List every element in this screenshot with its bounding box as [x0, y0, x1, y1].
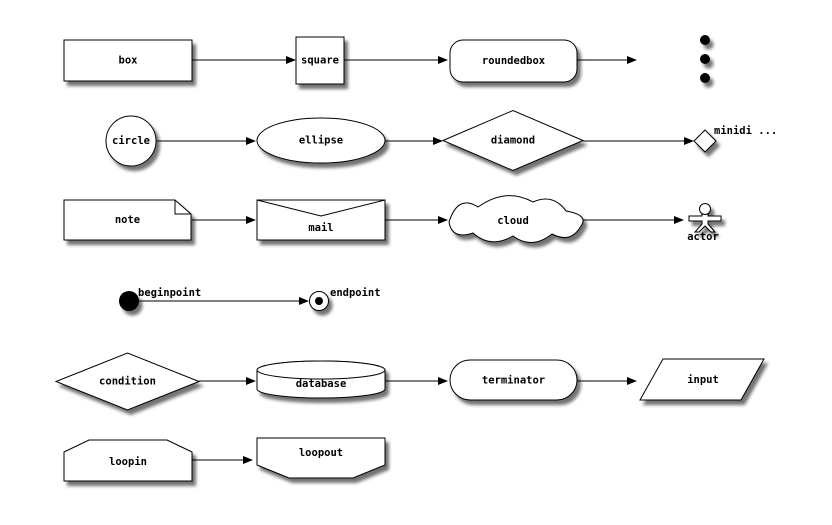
arrowhead-icon — [438, 56, 448, 64]
arrowhead-icon — [299, 297, 309, 305]
arrowhead-icon — [246, 216, 256, 224]
node-ellipse: ellipse — [256, 117, 386, 164]
node-minidiamond-label: minidi ... — [714, 125, 777, 137]
arrowhead-icon — [438, 377, 448, 385]
node-roundedbox: roundedbox — [449, 39, 578, 83]
node-diamond-label: diamond — [491, 135, 535, 147]
node-input: input — [639, 358, 765, 401]
node-database-label: database — [296, 378, 347, 390]
node-cloud: cloud — [448, 195, 584, 243]
node-loopin: loopin — [63, 439, 193, 482]
node-roundedbox-label: roundedbox — [482, 55, 546, 67]
arrowhead-icon — [674, 216, 684, 224]
node-condition-label: condition — [99, 376, 156, 388]
node-actor-label: actor — [687, 231, 719, 243]
node-circle: circle — [105, 115, 157, 167]
node-ellipse-label: ellipse — [299, 135, 343, 147]
node-box-label: box — [119, 55, 139, 67]
node-cloud-label: cloud — [497, 215, 529, 227]
arrowhead-icon — [433, 137, 443, 145]
node-square: square — [295, 36, 345, 85]
node-loopout-label: loopout — [299, 447, 343, 459]
node-actor: actor — [687, 203, 722, 243]
node-terminator: terminator — [449, 359, 578, 401]
node-box: box — [63, 39, 193, 82]
arrowhead-icon — [246, 377, 256, 385]
node-circle-label: circle — [112, 135, 150, 147]
node-endpoint-label: endpoint — [330, 287, 381, 299]
node-condition: condition — [54, 352, 201, 411]
node-mail: mail — [256, 199, 386, 241]
arrowhead-icon — [627, 56, 637, 64]
node-diamond: diamond — [441, 109, 585, 172]
arrowhead-icon — [627, 377, 637, 385]
arrowhead-icon — [246, 137, 256, 145]
node-beginpoint-label: beginpoint — [138, 287, 201, 299]
node-minidiamond: minidi ... — [693, 125, 777, 153]
edges — [139, 56, 694, 464]
node-loopout: loopout — [256, 437, 386, 479]
arrowhead-icon — [438, 216, 448, 224]
arrowhead-icon — [684, 137, 694, 145]
node-endpoint: endpoint — [309, 287, 381, 311]
node-input-label: input — [687, 374, 719, 386]
node-note-label: note — [115, 214, 140, 226]
node-dots — [700, 35, 710, 83]
node-square-label: square — [301, 55, 339, 67]
actor-icon — [688, 203, 722, 233]
node-terminator-label: terminator — [482, 375, 545, 387]
arrowhead-icon — [243, 456, 253, 464]
node-database: database — [256, 360, 386, 399]
node-note: note — [63, 199, 192, 241]
arrowhead-icon — [286, 56, 296, 64]
node-mail-label: mail — [308, 222, 333, 234]
node-beginpoint: beginpoint — [119, 287, 201, 311]
node-loopin-label: loopin — [109, 456, 147, 468]
